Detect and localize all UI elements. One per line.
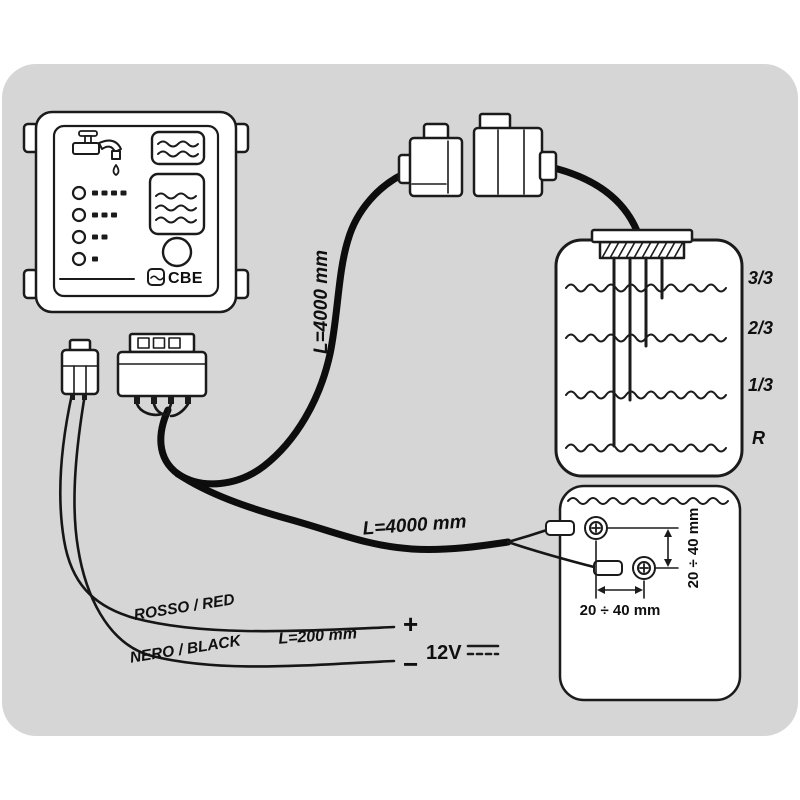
sensor-flange-plate	[590, 228, 694, 244]
inline-connector-socket	[472, 112, 558, 198]
arrowhead-down-icon	[664, 559, 672, 567]
led-level-3	[71, 207, 87, 223]
level-label-2-3: 2/3	[747, 318, 773, 338]
plug-body	[408, 136, 464, 198]
led-dots-row-3	[92, 212, 117, 218]
led-dots-row-2	[92, 234, 108, 240]
level-label-3-3: 3/3	[748, 268, 773, 288]
inline-connector-plug	[397, 122, 464, 198]
black-wire	[73, 392, 396, 668]
waste-tank-icon	[150, 130, 206, 166]
horizontal-dimension-label: 20 ÷ 40 mm	[580, 602, 661, 619]
power-wires	[59, 392, 396, 668]
fresh-tank-icon	[148, 172, 206, 236]
water-level-waves	[565, 283, 727, 453]
control-panel: CBE	[22, 110, 250, 314]
power-cable-length-label: L=200 mm	[278, 625, 358, 647]
power-connector	[60, 338, 100, 400]
sensor-terminal-cable	[174, 470, 512, 553]
ring-terminal-lower	[593, 556, 656, 580]
vertical-dimension-label: 20 ÷ 40 mm	[685, 508, 702, 589]
flange-hatching	[601, 241, 684, 259]
arrowhead-left-icon	[597, 586, 605, 594]
arrowhead-up-icon	[664, 529, 672, 537]
led-level-4	[71, 185, 87, 201]
level-indicator-leds	[71, 185, 127, 267]
socket-cable-boot	[538, 150, 558, 182]
fan-wire-2	[152, 402, 168, 417]
water-tank: 3/3 2/3 1/3 R	[554, 228, 773, 478]
led-level-1	[71, 251, 87, 267]
plus-sign: +	[403, 609, 418, 639]
power-connector-body	[60, 348, 100, 396]
main-connector-body	[116, 350, 208, 398]
ring-terminal-upper	[545, 516, 608, 540]
fan-wire-1	[135, 402, 164, 417]
wall-panel-outline	[558, 484, 742, 702]
level-label-1-3: 1/3	[748, 375, 773, 395]
socket-body	[472, 126, 544, 198]
test-button[interactable]	[161, 236, 193, 268]
cbe-logo: CBE	[147, 268, 203, 287]
dc-symbol-icon	[466, 644, 500, 656]
cbe-logo-text: CBE	[168, 270, 203, 287]
ring-terminals	[545, 516, 656, 580]
level-label-reserve: R	[752, 428, 765, 448]
cables	[135, 163, 641, 570]
power-supply-labels: + − 12V	[403, 609, 500, 679]
main-connector	[116, 332, 208, 404]
harness-trunk-cable	[157, 406, 182, 478]
led-dots-row-1	[92, 256, 98, 262]
wall-cut-edge-wave	[567, 497, 729, 505]
tank-wall-panel	[558, 484, 742, 702]
fan-wire-3	[166, 402, 173, 416]
panel-to-tank-cable	[174, 167, 414, 488]
tank-body	[554, 238, 744, 478]
terminal-wire-lower	[506, 540, 600, 570]
connector-to-tank-cable	[546, 163, 641, 235]
fan-wire-4	[169, 402, 190, 418]
red-wire	[59, 392, 396, 633]
voltage-label: 12V	[426, 642, 462, 664]
led-level-2	[71, 229, 87, 245]
led-dots-row-4	[92, 190, 127, 196]
arrowhead-right-icon	[635, 586, 643, 594]
minus-sign: −	[403, 649, 418, 679]
faucet-icon	[72, 130, 122, 176]
tank-cable-length-label: L=4000 mm	[311, 250, 332, 354]
dimension-annotations: 20 ÷ 40 mm 20 ÷ 40 mm	[580, 508, 702, 619]
